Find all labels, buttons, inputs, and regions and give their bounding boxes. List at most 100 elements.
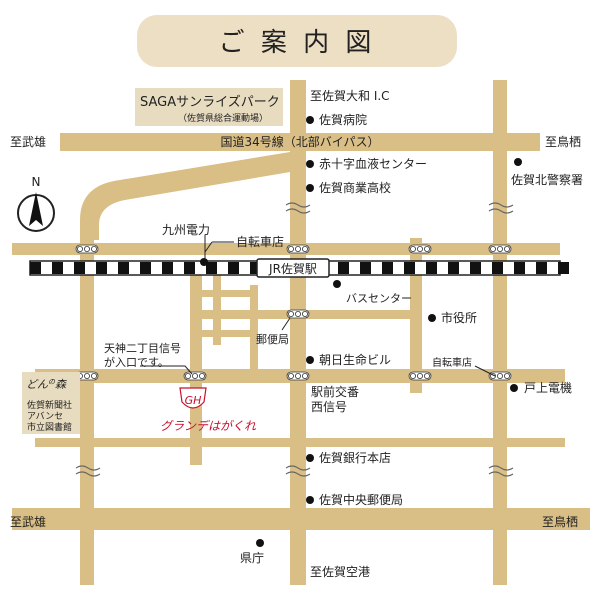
break-mark: [488, 471, 514, 477]
donnomori-label: どんの森: [26, 378, 67, 391]
rail-block: [184, 262, 195, 274]
saga-bank-label: 佐賀銀行本店: [319, 451, 391, 465]
rail-block: [492, 262, 503, 274]
togami-dot: [510, 384, 518, 392]
blood-center-label: 赤十字血液センター: [319, 156, 427, 171]
to-yamato-ic: 至佐賀大和 I.C: [310, 89, 390, 103]
rail-block: [140, 262, 151, 274]
compass-arrow-icon: [29, 192, 43, 226]
station-name: JR佐賀駅: [268, 262, 317, 276]
bicycle-east-label: 自転車店: [432, 356, 472, 369]
traffic-signal-icon: [286, 244, 310, 254]
page-title: ご 案 内 図: [219, 28, 376, 58]
kyushu-power-dot: [200, 258, 208, 266]
city-hall-label: 市役所: [441, 310, 477, 325]
north-police-label: 佐賀北警察署: [511, 172, 583, 187]
compass-north-label: N: [32, 175, 41, 189]
rail-block: [30, 262, 41, 274]
break-mark: [488, 465, 514, 471]
leader-line: [204, 241, 213, 253]
donnomori-box: [22, 372, 80, 434]
koban-label-2: 西信号: [311, 400, 347, 414]
park-box: [135, 88, 283, 126]
compass: N: [17, 175, 55, 232]
commercial-hs-label: 佐賀商業高校: [319, 180, 391, 195]
poi-labels: 佐賀病院 赤十字血液センター 佐賀商業高校 佐賀北警察署 九州電力 自転車店 バ…: [104, 112, 583, 565]
rail-block: [382, 262, 393, 274]
bus-center-dot: [333, 280, 341, 288]
rail-block: [118, 262, 129, 274]
commercial-hs-dot: [306, 184, 314, 192]
southern-main-road: [12, 508, 590, 530]
destination-logo: GH: [185, 394, 202, 407]
traffic-signal-icon: [183, 371, 207, 381]
rail-block: [514, 262, 525, 274]
poi-dots: [200, 116, 522, 547]
leader-lines: [140, 235, 496, 377]
blood-center-dot: [306, 160, 314, 168]
break-mark: [285, 202, 311, 208]
rail-block: [360, 262, 371, 274]
leader-line: [474, 365, 496, 377]
directions-line-2: が入口です。: [104, 355, 169, 369]
rail-block: [536, 262, 547, 274]
central-post-label: 佐賀中央郵便局: [319, 492, 403, 507]
park-name: SAGAサンライズパーク: [140, 94, 280, 110]
to-takeo-top: 至武雄: [10, 134, 46, 149]
rail-block: [338, 262, 349, 274]
break-mark: [75, 465, 101, 471]
rail-block: [250, 262, 261, 274]
rail-block: [96, 262, 107, 274]
north-police-dot: [514, 158, 522, 166]
city-hall-dot: [428, 314, 436, 322]
pref-office-dot: [256, 539, 264, 547]
hospital-label: 佐賀病院: [319, 112, 367, 127]
traffic-signal-icon: [408, 244, 432, 254]
curved-road: [80, 152, 290, 240]
break-mark: [75, 471, 101, 477]
hospital-dot: [306, 116, 314, 124]
saga-bank-dot: [306, 454, 314, 462]
break-mark: [488, 202, 514, 208]
bus-center-label: バスセンター: [346, 292, 412, 305]
traffic-signal-icon: [408, 371, 432, 381]
rail-block: [52, 262, 63, 274]
traffic-signals: [75, 244, 512, 381]
traffic-signal-icon: [488, 244, 512, 254]
library-label: 市立図書館: [27, 421, 72, 433]
break-mark: [285, 465, 311, 471]
break-mark: [488, 208, 514, 214]
rail-block: [228, 262, 239, 274]
road-breaks: [75, 202, 514, 477]
traffic-signal-icon: [286, 309, 310, 319]
traffic-signal-icon: [286, 371, 310, 381]
to-takeo-bottom: 至武雄: [10, 514, 46, 529]
traffic-signal-icon: [488, 371, 512, 381]
avance-label: アバンセ: [27, 411, 63, 422]
koban-label-1: 駅前交番: [311, 384, 359, 399]
rail-block: [426, 262, 437, 274]
park-sub: （佐賀県総合運動場）: [178, 112, 268, 124]
destination-logo-shield: [179, 387, 207, 409]
west-vertical-road: [80, 230, 94, 585]
road-labels: 至佐賀大和 I.C 至武雄 至鳥栖 国道34号線（北部バイパス） 至武雄 至鳥栖…: [10, 89, 581, 579]
leader-line: [140, 365, 193, 375]
donnomori-block: どんの森 佐賀新聞社 アバンセ 市立図書館: [22, 372, 80, 434]
kyushu-power-label: 九州電力: [162, 223, 210, 237]
inner-road-c: [250, 285, 258, 375]
rail-block: [558, 262, 569, 274]
park-label: SAGAサンライズパーク （佐賀県総合運動場）: [135, 88, 283, 126]
directions-line-1: 天神二丁目信号: [104, 341, 181, 355]
post-office-label: 郵便局: [256, 333, 289, 346]
asahi-life-dot: [306, 356, 314, 364]
destination-marker: GH グランデはがくれ: [160, 387, 257, 433]
station-box: [256, 258, 330, 278]
destination-name: グランデはがくれ: [160, 419, 257, 433]
break-mark: [285, 208, 311, 214]
bicycle-north-label: 自転車店: [236, 235, 284, 249]
rail-block: [470, 262, 481, 274]
roads: [12, 80, 590, 585]
to-tosu-top: 至鳥栖: [545, 134, 581, 149]
